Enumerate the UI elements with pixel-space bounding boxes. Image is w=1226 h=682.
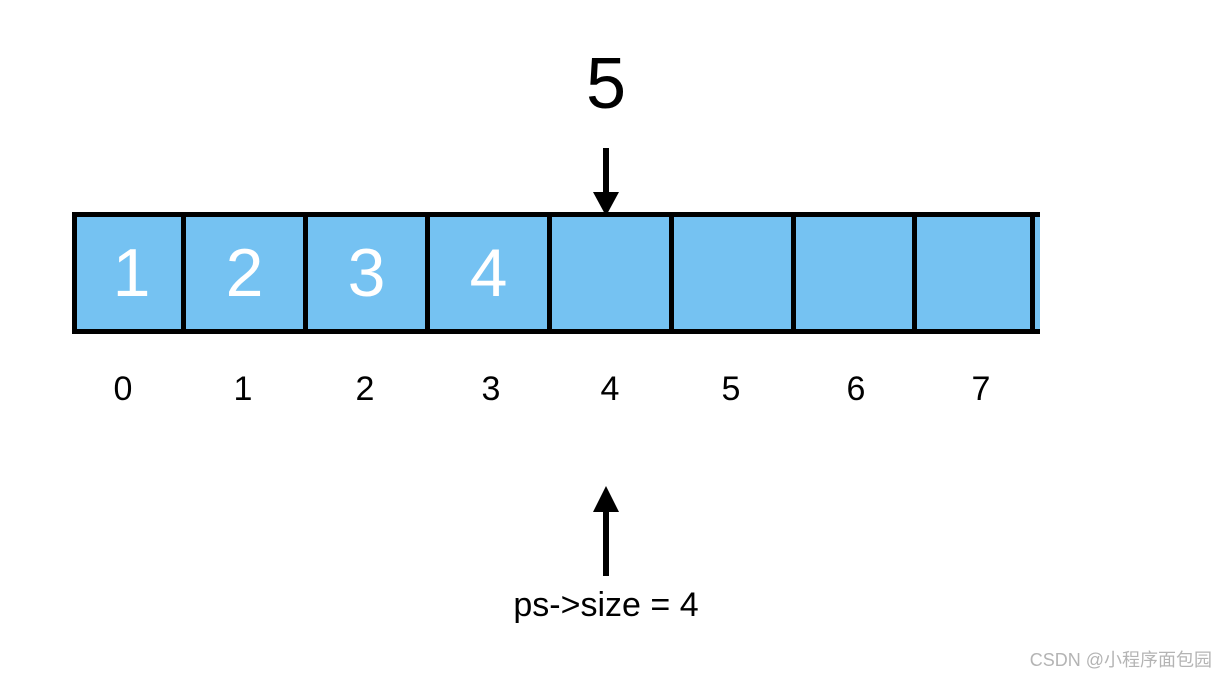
array-index: 4 [600,370,620,408]
array-index: 2 [355,370,375,408]
insert-arrow-down-icon [593,148,619,216]
array-index: 0 [113,370,133,408]
array-cell [791,217,912,329]
array-index: 3 [481,370,501,408]
array-cell: 2 [181,217,303,329]
array-cell: 4 [425,217,547,329]
array-index: 6 [846,370,866,408]
array-index: 5 [721,370,741,408]
array-index: 7 [971,370,991,408]
array-index: 1 [233,370,253,408]
watermark: CSDN @小程序面包园 [1029,650,1212,670]
size-pointer-arrow-up-icon [593,486,619,576]
array-cell: 1 [72,217,186,329]
array-cell [912,217,1035,329]
size-label: ps->size = 4 [513,586,699,624]
array-cell [547,217,669,329]
array: 1 2 3 4 [72,212,1040,334]
array-cell: 3 [303,217,425,329]
insert-value: 5 [585,44,627,124]
array-cell [669,217,791,329]
